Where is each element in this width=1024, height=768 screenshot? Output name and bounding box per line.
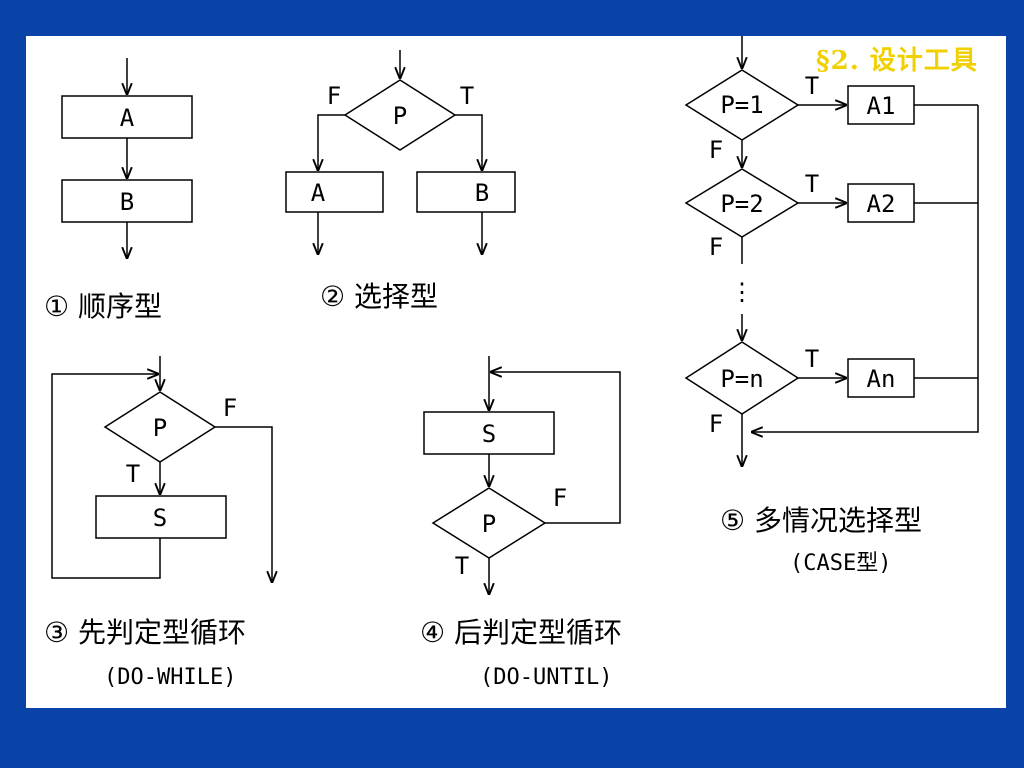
- case-true-label-1: T: [805, 72, 819, 100]
- case-cond-n: P=n: [720, 365, 763, 393]
- sel-true-path: [455, 114, 482, 170]
- case-cond-1: P=1: [720, 91, 763, 119]
- seq-box-b-label: B: [120, 188, 134, 216]
- sel-decision: [343, 79, 457, 151]
- sel-box-b-label: B: [475, 179, 489, 207]
- case-action-label-1: A1: [867, 92, 896, 120]
- case-false-label-1: F: [709, 136, 723, 164]
- case-action-label-n: An: [867, 365, 896, 393]
- sel-cond-label: P: [393, 102, 407, 130]
- dw-caption: ③ 先判定型循环: [44, 616, 246, 649]
- case-diagram: P=1 T F A1 P=2 T F A2 ⋮ P=n T F An ⑤ 多情况…: [684, 36, 979, 576]
- dw-box-s-label: S: [153, 504, 167, 532]
- du-cond-label: P: [482, 510, 496, 538]
- section-title: §2. 设计工具: [816, 46, 978, 76]
- case-action-2: [847, 183, 915, 223]
- dw-true-label: T: [126, 460, 140, 488]
- du-box-s: [423, 411, 555, 455]
- du-subcaption: (DO-UNTIL): [480, 665, 612, 690]
- selection-diagram: P F T A B ② 选择型: [285, 50, 516, 313]
- dw-subcaption: (DO-WHILE): [104, 665, 236, 690]
- sel-true-label: T: [460, 82, 474, 110]
- case-false-label-2: F: [709, 233, 723, 261]
- dw-false-label: F: [223, 394, 237, 422]
- sel-box-a: [285, 171, 384, 213]
- do-while-diagram: P F T S ③ 先判定型循环 (DO-WHILE): [44, 356, 272, 690]
- dw-box-s: [95, 495, 227, 539]
- dw-exit-path: [215, 426, 272, 582]
- case-action-label-2: A2: [867, 190, 896, 218]
- case-true-label-2: T: [805, 170, 819, 198]
- case-caption: ⑤ 多情况选择型: [720, 504, 922, 537]
- case-subcaption: (CASE型): [790, 551, 891, 576]
- sel-caption: ② 选择型: [320, 280, 438, 313]
- sel-box-a-label: A: [311, 179, 326, 207]
- sequence-diagram: A B ① 顺序型: [44, 58, 193, 323]
- sel-false-path: [318, 114, 345, 170]
- sel-box-b: [416, 171, 516, 213]
- case-false-label-n: F: [709, 410, 723, 438]
- du-box-s-label: S: [482, 420, 496, 448]
- case-cond-2: P=2: [720, 190, 763, 218]
- dw-loop-path: [51, 374, 161, 579]
- du-caption: ④ 后判定型循环: [420, 616, 622, 649]
- du-false-label: F: [553, 484, 567, 512]
- sel-false-label: F: [327, 82, 341, 110]
- case-true-label-n: T: [805, 345, 819, 373]
- du-loop-path: [491, 372, 621, 524]
- du-true-label: T: [455, 552, 469, 580]
- case-merge-return: [752, 105, 979, 432]
- do-until-diagram: S P F T ④ 后判定型循环 (DO-UNTIL): [420, 356, 622, 690]
- dw-cond-label: P: [153, 414, 167, 442]
- seq-caption: ① 顺序型: [44, 290, 162, 323]
- seq-box-a-label: A: [120, 104, 135, 132]
- case-ellipsis: ⋮: [730, 278, 754, 306]
